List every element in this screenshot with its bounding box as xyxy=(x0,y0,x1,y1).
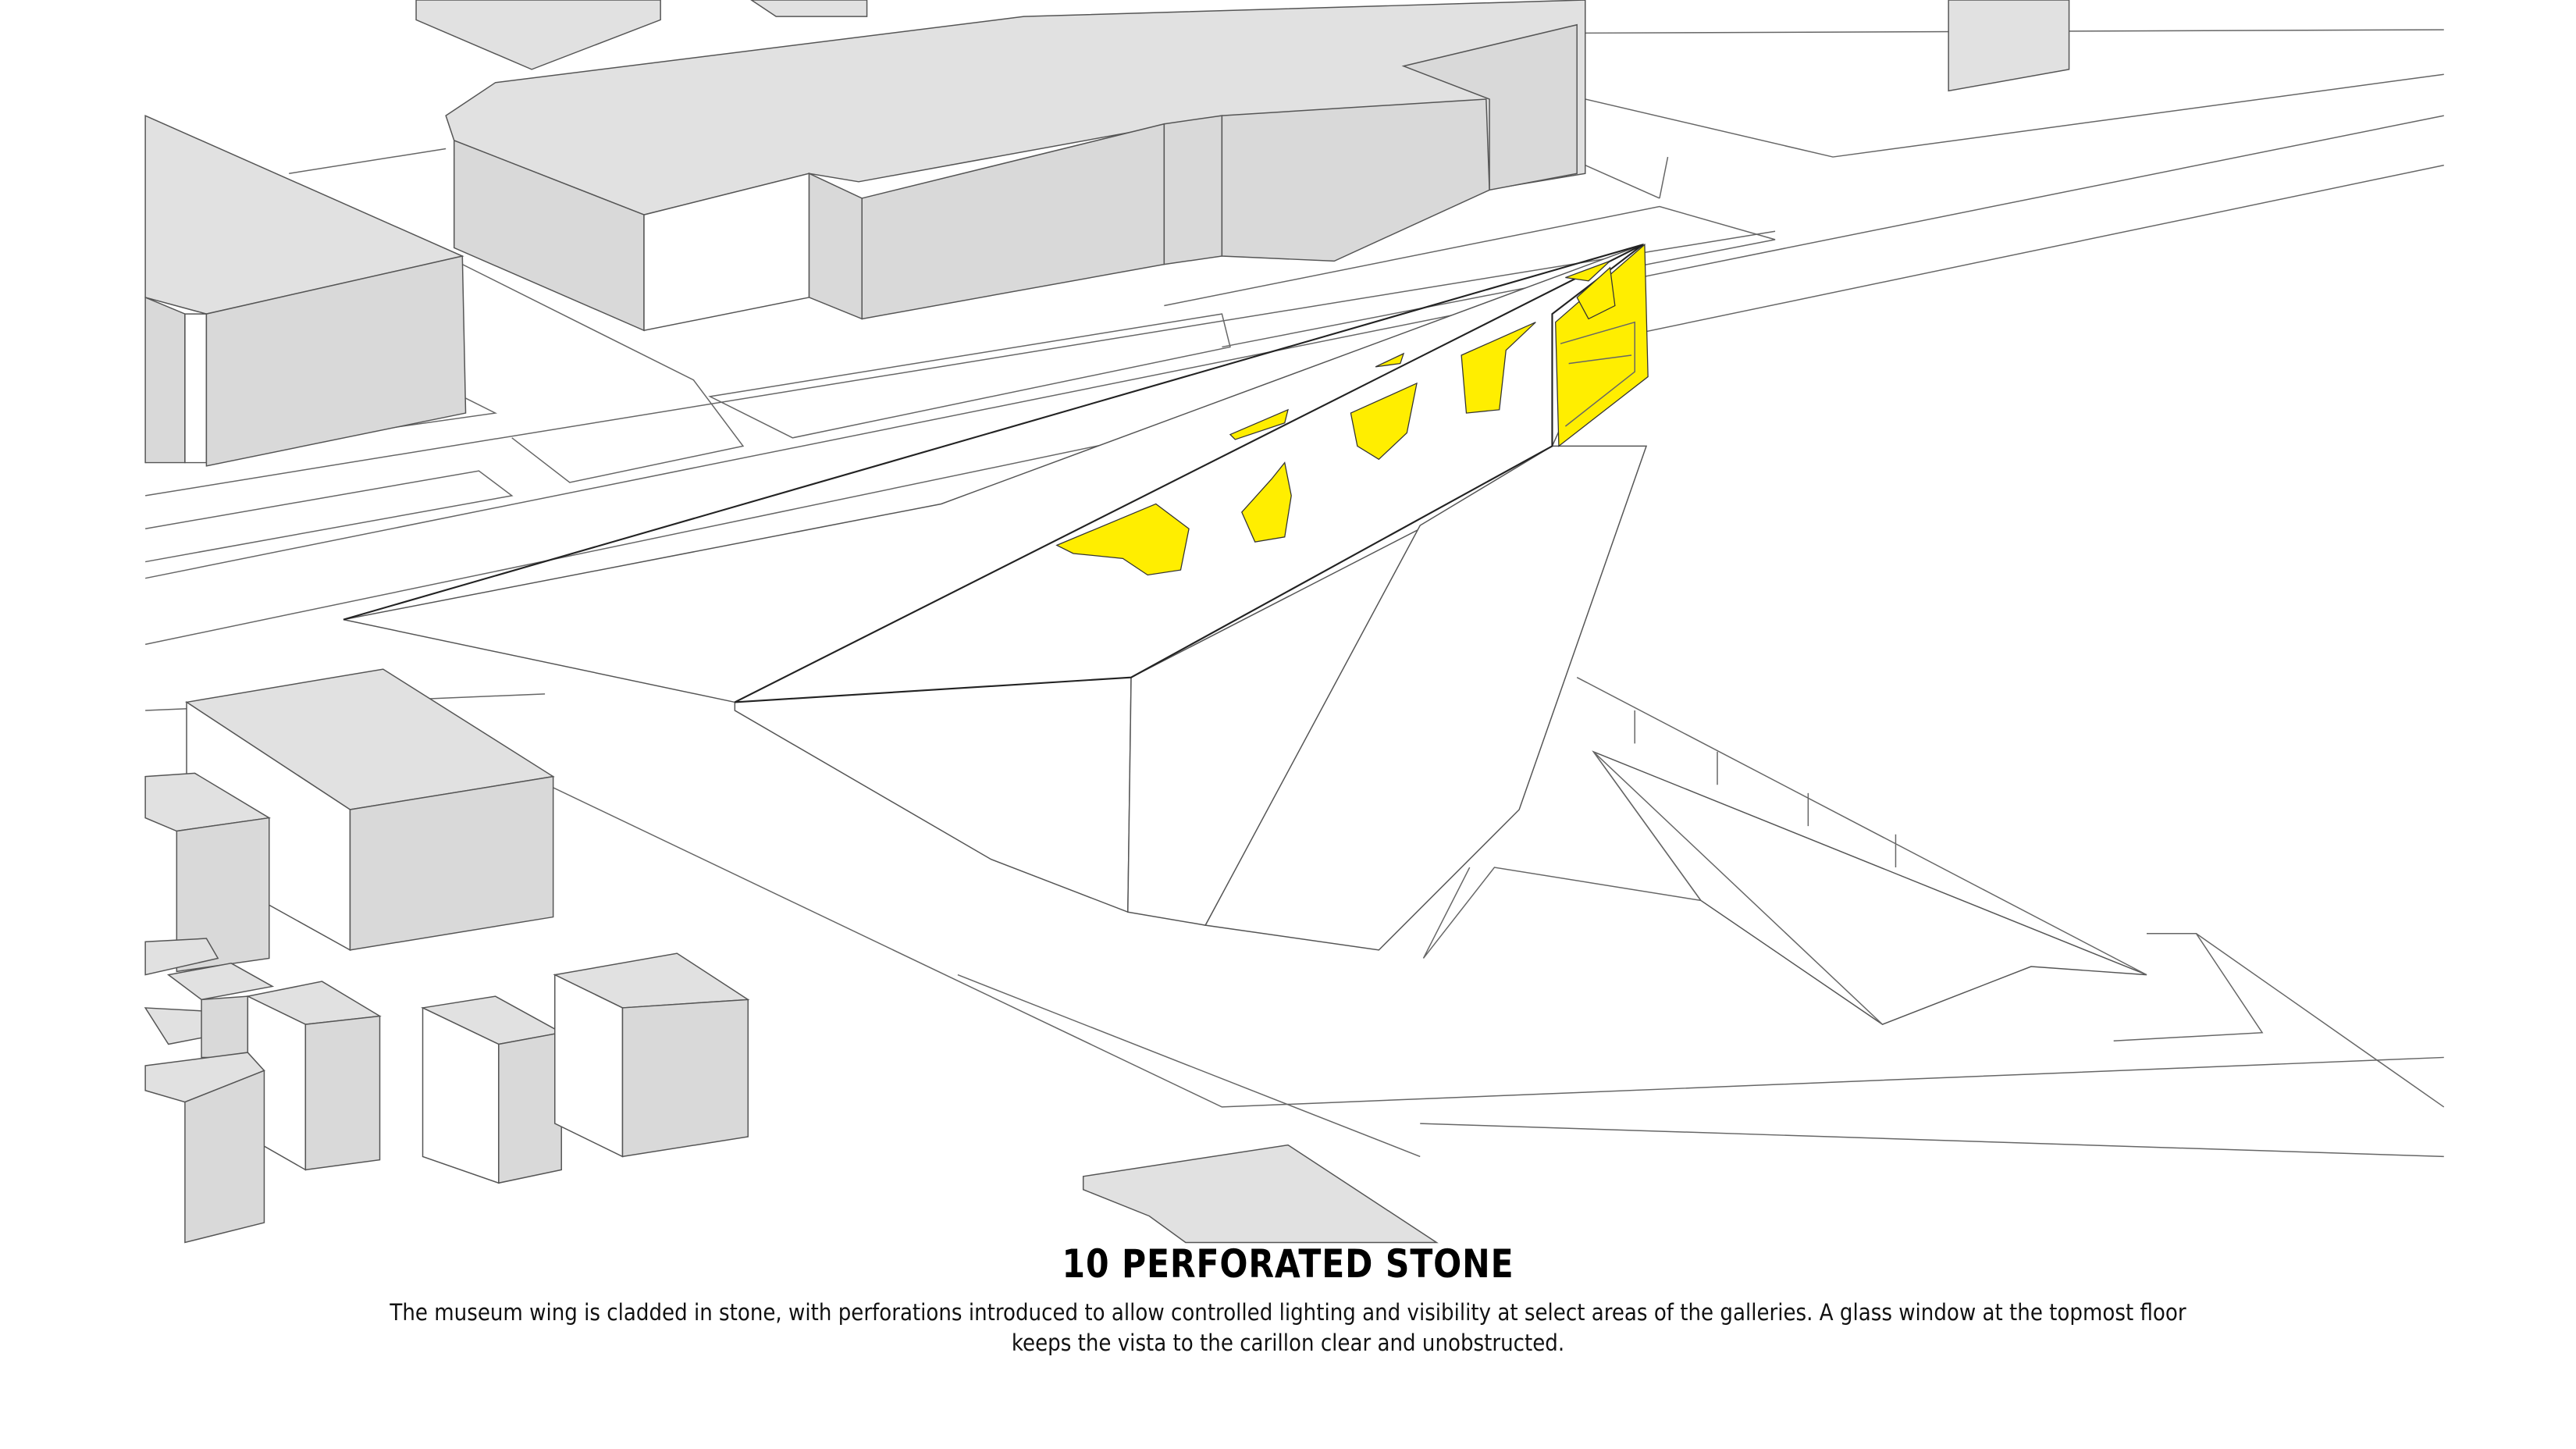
museum-building xyxy=(343,243,2147,1025)
surrounding-buildings xyxy=(144,0,2070,1244)
perforation-patches xyxy=(1055,260,1616,576)
caption: 10 PERFORATED STONE The museum wing is c… xyxy=(0,1241,2576,1358)
caption-description: The museum wing is cladded in stone, wit… xyxy=(390,1299,2186,1356)
caption-title: 10 PERFORATED STONE xyxy=(1062,1241,1514,1287)
